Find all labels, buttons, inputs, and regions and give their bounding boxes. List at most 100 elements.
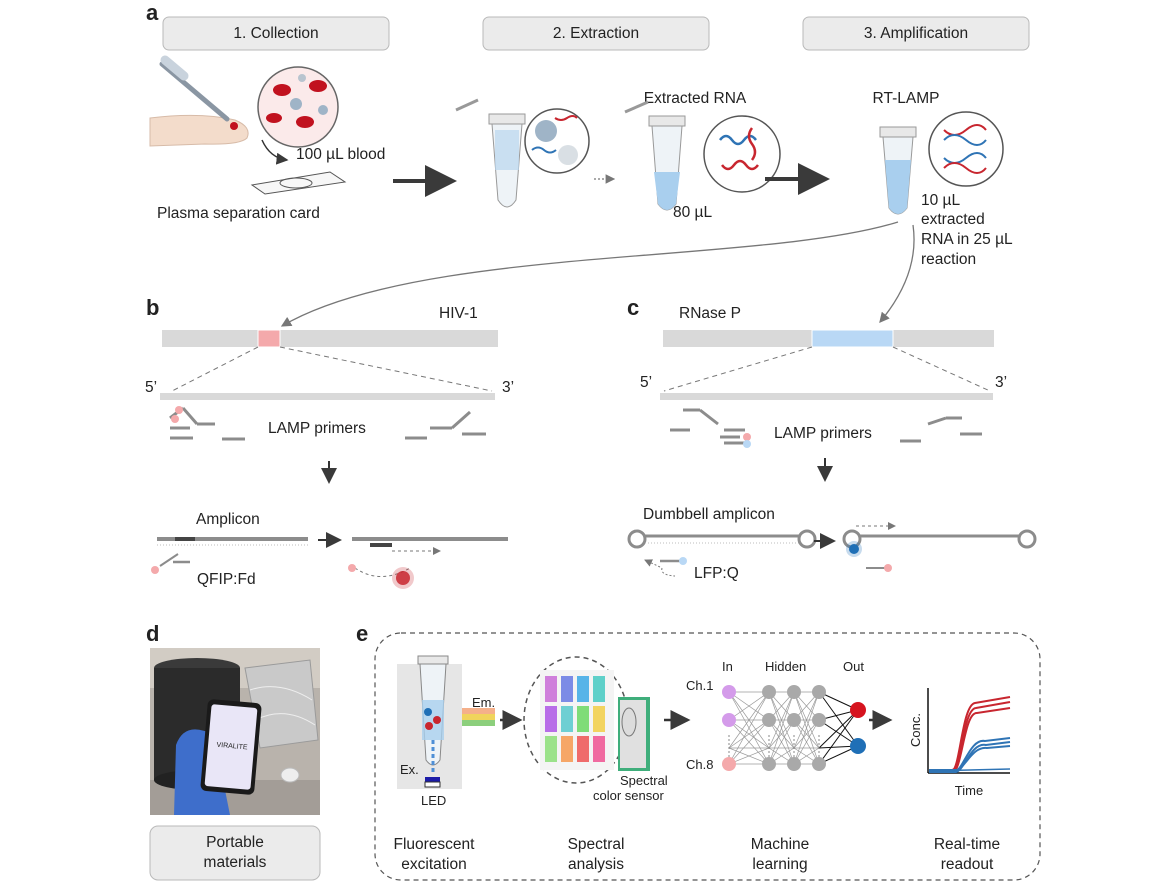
nn-hidden-node	[787, 685, 801, 699]
nn-output-node-blue	[850, 738, 866, 754]
panel-e-frame	[374, 632, 1041, 881]
panel-letter-b: b	[146, 295, 159, 320]
em-label: Em.	[472, 695, 495, 710]
hiv-amplicon-strand	[151, 537, 308, 574]
nn-hidden-node	[812, 685, 826, 699]
b-primers-label: LAMP primers	[268, 420, 366, 437]
lfp-label: LFP:Q	[694, 565, 739, 582]
nn-edge	[793, 691, 820, 765]
zoom-line-right-b	[279, 346, 493, 392]
caption-3-line-2: learning	[752, 856, 807, 873]
caption-1-line-2: excitation	[401, 856, 466, 873]
arrow-to-rnasep	[879, 224, 915, 323]
caption-2-line-2: analysis	[568, 856, 624, 873]
nn-hidden-node	[787, 713, 801, 727]
nn-edge-out	[818, 709, 859, 765]
c-five-prime: 5’	[640, 374, 652, 391]
extract-volume-label: 80 µL	[673, 204, 712, 221]
b-five-prime: 5’	[145, 379, 157, 396]
nn-edge	[768, 691, 795, 765]
nn-hidden-node	[812, 757, 826, 771]
zoom-line-left-b	[171, 346, 259, 392]
nn-input-node	[722, 685, 736, 699]
nn-edge-out	[818, 691, 859, 747]
ex-label: Ex.	[400, 762, 419, 777]
sensor-line-1: Spectral	[620, 773, 668, 788]
rtlamp-label: RT-LAMP	[873, 90, 940, 107]
rnasep-label: RNase P	[679, 305, 741, 322]
reaction-line-1: 10 µL	[921, 192, 960, 209]
panel-letter-a: a	[146, 0, 159, 25]
portable-materials-caption: Portable materials	[149, 825, 321, 881]
rnasep-zoom-bar	[660, 393, 993, 400]
step-collection-label: 1. Collection	[233, 25, 318, 42]
hiv-primers-right	[405, 410, 486, 440]
dna-magnifier	[928, 111, 1004, 187]
panel-letter-d: d	[146, 621, 159, 646]
panel-letter-e: e	[356, 621, 368, 646]
nn-output-node-red	[850, 702, 866, 718]
nn-input-node	[722, 713, 736, 727]
ch-last-label: Ch.8	[686, 757, 713, 772]
fluorescence-device	[397, 655, 495, 789]
blood-volume-label: 100 µL blood	[296, 146, 385, 163]
caption-4-line-1: Real-time	[934, 836, 1000, 853]
step-amplification-label: 3. Amplification	[864, 25, 968, 42]
extraction-tube-2	[624, 100, 686, 211]
b-amplicon-label: Amplicon	[196, 511, 260, 528]
hiv-amplicon-displaced	[348, 537, 508, 589]
reaction-line-4: reaction	[921, 251, 976, 268]
nn-edge	[728, 747, 770, 765]
nn-edge	[768, 691, 795, 749]
virus-magnifier	[524, 108, 590, 174]
hiv-primers-left	[169, 406, 245, 441]
nn-edge	[768, 719, 795, 765]
c-primers-label: LAMP primers	[774, 425, 872, 442]
readout-chart	[927, 688, 1011, 774]
nn-edge-out	[818, 709, 859, 749]
nn-edge	[728, 691, 770, 765]
rnasep-primers-left	[670, 408, 751, 448]
nn-hidden-node	[762, 685, 776, 699]
plasma-separation-card	[250, 171, 347, 195]
nn-in-label: In	[722, 659, 733, 674]
nn-out-label: Out	[843, 659, 864, 674]
card-label: Plasma separation card	[157, 205, 320, 222]
ch-first-label: Ch.1	[686, 678, 713, 693]
panel-letter-c: c	[627, 295, 639, 320]
portable-materials-photo: VIRALITE	[150, 648, 320, 815]
arrow-to-hiv	[280, 221, 899, 327]
rna-magnifier	[703, 115, 781, 193]
phone-screen-text: VIRALITE	[216, 742, 248, 752]
spectral-sensor	[523, 656, 650, 784]
c-amplicon-label: Dumbbell amplicon	[643, 506, 775, 523]
caption-4-line-2: readout	[941, 856, 994, 873]
portable-line-1: Portable	[206, 834, 264, 851]
extracted-rna-label: Extracted RNA	[644, 90, 747, 107]
sensor-line-2: color sensor	[593, 788, 664, 803]
rnasep-primers-right	[900, 416, 982, 443]
dumbbell-amplicon	[627, 529, 817, 577]
readout-x-label: Time	[955, 783, 983, 798]
hiv-genome-bar	[162, 329, 498, 348]
step-collection-header: 1. Collection	[162, 16, 390, 51]
rnasep-genome-bar	[663, 329, 994, 348]
nn-input-node	[722, 757, 736, 771]
rtlamp-tube	[879, 126, 917, 215]
nn-edge	[728, 719, 770, 749]
nn-hidden-node	[762, 757, 776, 771]
caption-1-line-1: Fluorescent	[394, 836, 476, 853]
readout-y-label: Conc.	[908, 713, 923, 747]
reaction-line-2: extracted	[921, 211, 985, 228]
nn-hidden-node	[787, 757, 801, 771]
caption-3-line-1: Machine	[751, 836, 810, 853]
nn-hidden-node	[812, 713, 826, 727]
finger-prick-illustration	[149, 55, 249, 147]
nn-hidden-node	[762, 713, 776, 727]
zoom-line-left-c	[663, 346, 813, 392]
nn-edge	[728, 691, 770, 749]
portable-line-2: materials	[204, 854, 267, 871]
extraction-tube-1	[455, 98, 526, 208]
b-three-prime: 3’	[502, 379, 514, 396]
nn-edge	[728, 691, 770, 721]
